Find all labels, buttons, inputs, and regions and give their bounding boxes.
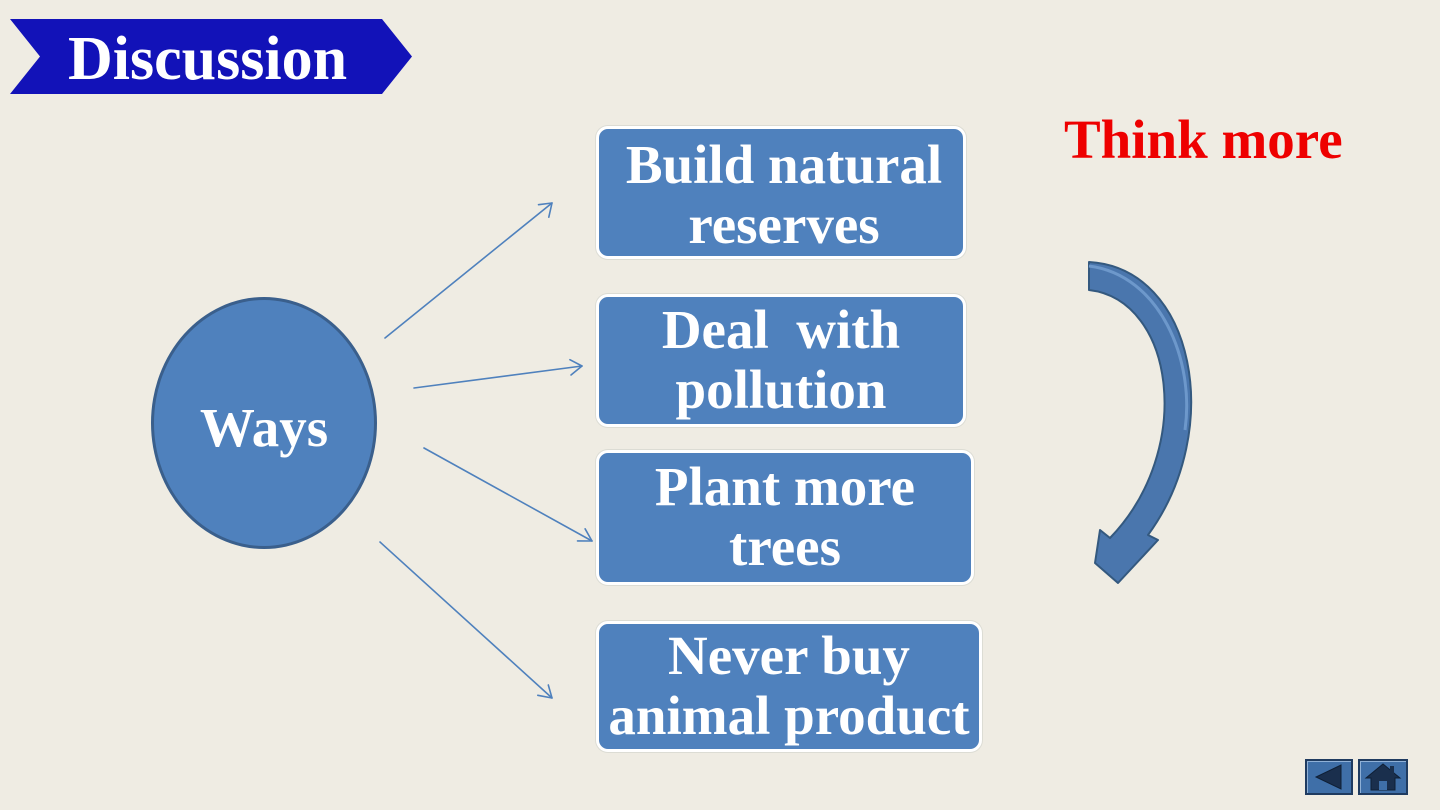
way-box-4 xyxy=(596,621,982,752)
connector-arrow-4 xyxy=(379,541,553,699)
center-node-label: Ways xyxy=(199,397,329,458)
way-box-1-line-2: reserves xyxy=(688,193,880,255)
connector-arrow-1 xyxy=(384,202,553,339)
way-box-1-text: Build natural reserves xyxy=(596,130,972,259)
connector-arrow-3 xyxy=(423,447,593,542)
think-more-text: Think more xyxy=(1064,109,1343,170)
way-box-1 xyxy=(596,126,966,259)
way-box-1-line-1: Build natural xyxy=(625,133,943,195)
way-box-4-text: Never buy animal product xyxy=(596,626,982,746)
way-box-3-text: Plant more trees xyxy=(596,455,974,579)
center-node xyxy=(151,297,377,549)
way-box-2-line-1: Deal with xyxy=(661,298,901,360)
way-box-3 xyxy=(596,450,974,585)
way-box-3-line-1: Plant more xyxy=(654,456,916,517)
way-box-2-line-2: pollution xyxy=(675,358,887,420)
home-icon xyxy=(1364,763,1402,791)
way-box-4-line-1: Never buy xyxy=(668,625,910,686)
title-banner xyxy=(10,19,412,94)
back-triangle-icon xyxy=(1314,764,1342,790)
home-button[interactable] xyxy=(1358,759,1408,795)
way-box-3-line-2: trees xyxy=(729,516,841,577)
connector-arrow-2 xyxy=(413,358,583,389)
way-box-2-text: Deal with pollution xyxy=(596,298,966,421)
page-title: Discussion xyxy=(68,25,348,93)
way-box-4-line-2: animal product xyxy=(608,685,970,746)
back-button[interactable] xyxy=(1305,759,1353,795)
way-box-2 xyxy=(596,294,966,427)
